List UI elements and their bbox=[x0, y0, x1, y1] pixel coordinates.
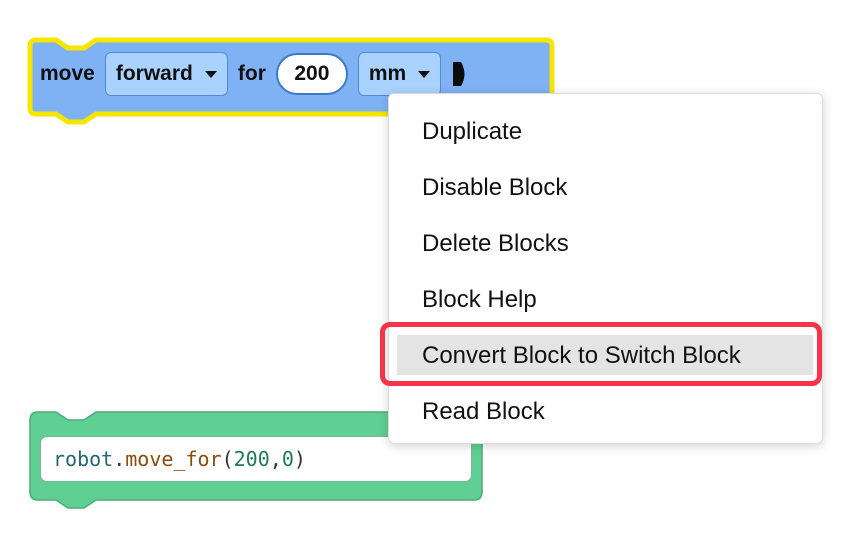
menu-item-label: Disable Block bbox=[422, 174, 568, 201]
code-object: robot bbox=[53, 447, 114, 471]
code-close-paren: ) bbox=[293, 447, 306, 471]
code-open-paren: ( bbox=[221, 447, 234, 471]
code-function: move_for bbox=[125, 447, 222, 471]
distance-value: 200 bbox=[294, 62, 330, 85]
menu-item-label: Read Block bbox=[422, 398, 545, 425]
direction-value: forward bbox=[115, 62, 193, 85]
menu-item-hover-background bbox=[397, 335, 813, 375]
unit-value: mm bbox=[368, 62, 407, 85]
menu-item-convert-to-switch[interactable]: Convert Block to Switch Block bbox=[389, 328, 822, 384]
distance-input[interactable]: 200 bbox=[275, 53, 348, 95]
menu-item-block-help[interactable]: Block Help bbox=[389, 272, 822, 328]
menu-item-delete-blocks[interactable]: Delete Blocks bbox=[389, 216, 822, 272]
menu-item-disable-block[interactable]: Disable Block bbox=[389, 160, 822, 216]
code-dot: . bbox=[113, 447, 126, 471]
code-arg-distance: 200 bbox=[233, 447, 270, 471]
code-text-field[interactable]: robot.move_for(200, 0) bbox=[40, 436, 472, 482]
for-label: for bbox=[237, 62, 266, 85]
move-label: move bbox=[40, 62, 95, 85]
block-context-menu: Duplicate Disable Block Delete Blocks Bl… bbox=[388, 93, 823, 444]
unit-dropdown[interactable]: mm bbox=[357, 52, 442, 96]
menu-item-read-block[interactable]: Read Block bbox=[389, 384, 822, 440]
caret-down-icon bbox=[418, 70, 431, 78]
menu-item-label: Duplicate bbox=[422, 118, 523, 145]
menu-item-label: Delete Blocks bbox=[422, 230, 569, 257]
menu-item-duplicate[interactable]: Duplicate bbox=[389, 104, 822, 160]
code-arg-angle: 0 bbox=[281, 447, 294, 471]
expand-arrow-icon[interactable] bbox=[451, 59, 473, 89]
caret-down-icon bbox=[204, 70, 217, 78]
code-separator: , bbox=[269, 447, 282, 471]
menu-item-label: Block Help bbox=[422, 286, 537, 313]
direction-dropdown[interactable]: forward bbox=[104, 52, 228, 96]
move-block[interactable]: move forward for 200 mm bbox=[40, 50, 473, 98]
menu-item-label: Convert Block to Switch Block bbox=[422, 342, 741, 369]
